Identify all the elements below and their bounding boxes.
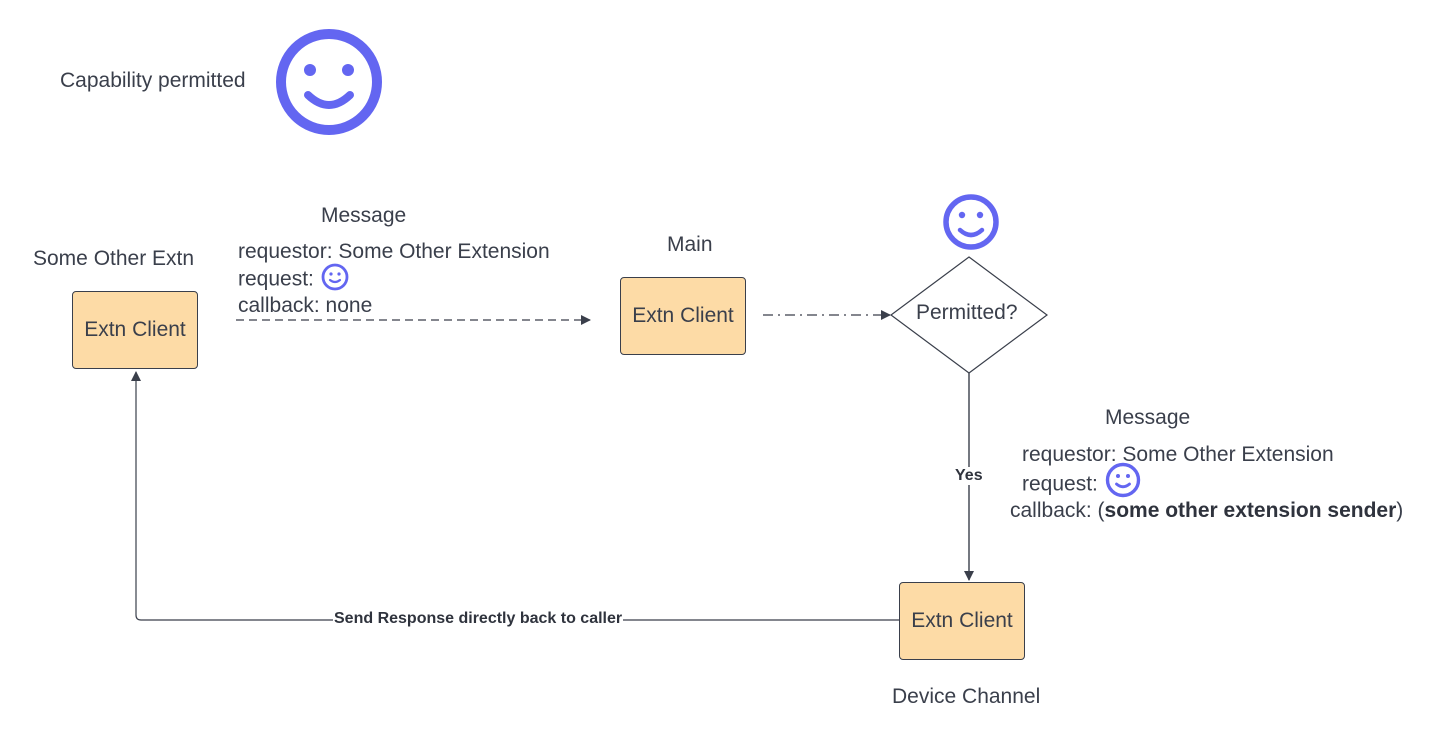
legend-label: Capability permitted [60, 69, 246, 92]
message-2-request: request: [1022, 462, 1142, 499]
some-other-extn-title: Some Other Extn [33, 247, 195, 270]
legend-smiley-icon [276, 29, 382, 135]
device-channel-client-box: Extn Client [899, 582, 1025, 660]
message-1-callback: callback: none [238, 294, 373, 317]
message-1-requestor: requestor: Some Other Extension [238, 240, 550, 263]
message-2-request-label: request: [1022, 472, 1098, 496]
message-2-header: Message [1105, 406, 1191, 429]
main-client-box: Extn Client [620, 277, 746, 355]
yes-edge-label: Yes [954, 467, 984, 485]
message-1-smiley-icon [321, 263, 349, 291]
message-2-requestor: requestor: Some Other Extension [1022, 443, 1334, 466]
some-other-extn-client-box: Extn Client [72, 291, 198, 369]
message-2-callback-sender: some other extension sender [1104, 499, 1397, 522]
response-arrow [131, 371, 899, 621]
device-channel-title: Device Channel [892, 685, 1041, 708]
message-2-callback: callback: (some other extension sender) [1010, 500, 1403, 521]
message-2-callback-suffix: ) [1396, 499, 1404, 522]
device-channel-client-label: Extn Client [911, 609, 1013, 632]
message-1-request: request: [238, 263, 350, 292]
message-2-callback-prefix: callback: ( [1010, 499, 1105, 522]
main-client-label: Extn Client [632, 304, 734, 327]
message-1-request-label: request: [238, 267, 314, 291]
message-2-smiley-icon [1105, 462, 1140, 498]
response-edge-label: Send Response directly back to caller [333, 610, 624, 628]
decision-label: Permitted? [916, 301, 1018, 324]
decision-smiley-icon [943, 194, 999, 250]
message-1-header: Message [321, 204, 407, 227]
some-other-extn-client-label: Extn Client [84, 318, 186, 341]
main-title: Main [667, 233, 713, 256]
